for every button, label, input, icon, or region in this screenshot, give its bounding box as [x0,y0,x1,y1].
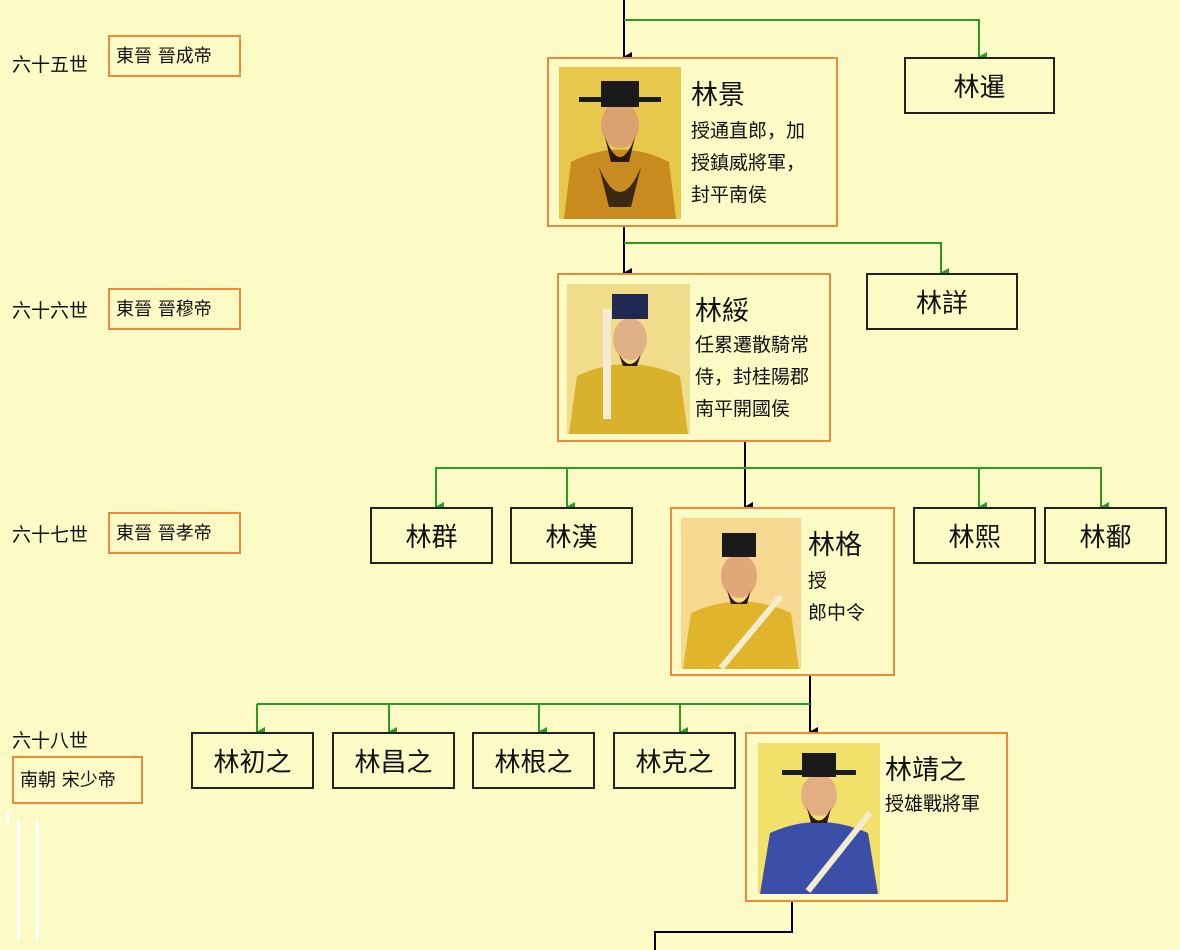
portrait-image [559,67,681,219]
person-title: 授雄戰將軍 [885,793,981,815]
person-card-lin-sui[interactable]: 林綏 任累遷散騎常 侍，封桂陽郡 南平開國侯 [557,273,831,442]
portrait-image [567,284,690,434]
generation-label: 六十六世 [12,300,89,322]
person-box-lin-han[interactable]: 林漢 [510,507,633,564]
person-box-lin-kezhi[interactable]: 林克之 [613,732,736,789]
era-label: 東晉 晉孝帝 [108,512,241,554]
era-label: 東晉 晉成帝 [108,35,241,77]
person-box-lin-qun[interactable]: 林群 [370,507,493,564]
official-portrait-icon [681,518,801,669]
generation-label: 六十七世 [12,524,89,546]
person-card-lin-ge[interactable]: 林格 授 郎中令 [670,507,895,676]
person-title: 任累遷散騎常 侍，封桂陽郡 南平開國侯 [695,334,810,420]
person-name: 林格 [808,530,862,561]
person-box-lin-changzhi[interactable]: 林昌之 [332,732,455,789]
person-name: 林靖之 [885,755,966,786]
robe-shape [569,364,688,434]
line-gen67-branch [435,467,1109,512]
portrait-image [681,518,801,669]
person-box-lin-po[interactable]: 林鄱 [1044,507,1167,564]
robe-shape [683,601,799,669]
generation-label: 六十八世 [12,730,89,752]
person-name: 林景 [691,80,745,111]
decorative-mark [17,820,20,940]
robe-shape [760,822,878,894]
decorative-mark [6,810,9,824]
person-box-lin-xi[interactable]: 林熙 [913,507,1036,564]
era-label: 東晉 晉穆帝 [108,288,241,330]
person-card-lin-jing[interactable]: 林景 授通直郎，加 授鎮威將軍， 封平南侯 [547,57,838,227]
person-title: 授 郎中令 [808,570,866,624]
official-portrait-icon [559,67,681,219]
decorative-mark [36,820,39,940]
generation-label: 六十五世 [12,54,89,76]
official-portrait-icon [758,743,880,894]
era-label: 南朝 宋少帝 [12,756,143,804]
line-continuation [654,902,793,950]
person-box-lin-xiang[interactable]: 林詳 [866,273,1018,330]
line-to-lin-xiang [624,242,949,278]
person-title: 授通直郎，加 授鎮威將軍， 封平南侯 [691,120,806,206]
robe-shape [564,149,676,219]
line-to-lin-xian [624,19,987,62]
person-box-lin-genzhi[interactable]: 林根之 [472,732,595,789]
person-card-lin-jingzhi[interactable]: 林靖之 授雄戰將軍 [745,732,1008,902]
person-box-lin-xian[interactable]: 林暹 [904,57,1055,114]
person-box-lin-chuzhi[interactable]: 林初之 [191,732,314,789]
official-portrait-icon [567,284,690,434]
portrait-image [758,743,880,894]
person-name: 林綏 [695,296,749,327]
